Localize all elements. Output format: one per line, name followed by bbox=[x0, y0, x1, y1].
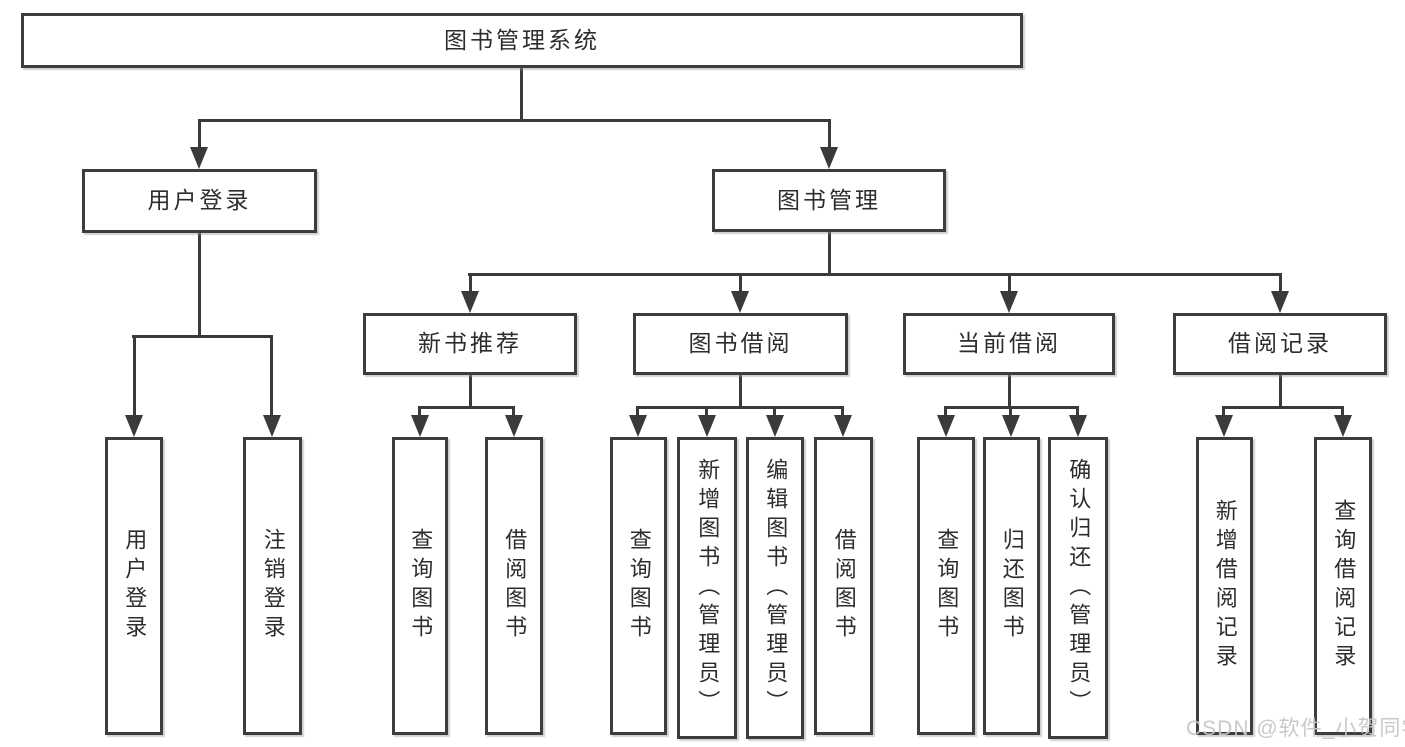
leaf-label: 编辑图书（管理员） bbox=[763, 457, 789, 719]
leaf-label: 借阅图书 bbox=[831, 528, 857, 644]
arrow-down-icon bbox=[1215, 415, 1233, 437]
connector-leaf-stem bbox=[1076, 406, 1079, 418]
connector-current-borrow-down bbox=[1008, 374, 1011, 408]
leaf-records-query-record: 查询借阅记录 bbox=[1314, 437, 1372, 735]
connector-borrow-records-hline bbox=[1222, 406, 1344, 409]
node-root: 图书管理系统 bbox=[21, 13, 1023, 68]
leaf-current-return-book: 归还图书 bbox=[983, 437, 1040, 735]
connector-book-borrow-down bbox=[739, 374, 742, 408]
leaf-logout: 注销登录 bbox=[243, 437, 302, 735]
leaf-label: 确认归还（管理员） bbox=[1066, 457, 1092, 719]
leaf-borrow-add-book-admin: 新增图书（管理员） bbox=[677, 437, 737, 739]
connector-leaf-stem bbox=[773, 406, 776, 418]
connector-user-login-hline bbox=[132, 335, 273, 338]
leaf-label: 注销登录 bbox=[260, 528, 286, 644]
arrow-down-icon bbox=[766, 415, 784, 437]
connector-borrow-records-down bbox=[1279, 374, 1282, 408]
connector-user-login-down bbox=[198, 231, 201, 336]
connector-leaf-stem bbox=[1341, 406, 1344, 418]
leaf-newbooks-borrow-book: 借阅图书 bbox=[485, 437, 543, 735]
watermark: CSDN @软件_小贺同学 bbox=[1186, 717, 1405, 740]
connector-leaf-stem bbox=[133, 335, 136, 417]
node-book-management-label: 图书管理 bbox=[777, 186, 881, 213]
leaf-label: 查询图书 bbox=[626, 528, 652, 644]
connector-leaf-stem bbox=[636, 406, 639, 418]
leaf-borrow-edit-book-admin: 编辑图书（管理员） bbox=[746, 437, 804, 739]
connector-new-books-hline bbox=[418, 406, 515, 409]
leaf-label: 借阅图书 bbox=[502, 528, 528, 644]
connector-leaf-stem bbox=[418, 406, 421, 418]
arrow-down-icon bbox=[1069, 415, 1087, 437]
leaf-label: 归还图书 bbox=[999, 528, 1025, 644]
node-current-borrow-label: 当前借阅 bbox=[957, 330, 1061, 357]
node-root-label: 图书管理系统 bbox=[444, 26, 600, 53]
arrow-down-icon bbox=[505, 415, 523, 437]
leaf-label: 用户登录 bbox=[122, 528, 148, 644]
leaf-newbooks-query-book: 查询图书 bbox=[392, 437, 448, 735]
connector-leaf-stem bbox=[512, 406, 515, 418]
connector-section-arrow-stem bbox=[1279, 273, 1282, 294]
leaf-borrow-query-book: 查询图书 bbox=[610, 437, 667, 735]
connector-book-borrow-hline bbox=[636, 406, 844, 409]
connector-leaf-stem bbox=[1009, 406, 1012, 418]
arrow-down-icon bbox=[190, 147, 208, 169]
leaf-current-confirm-return-admin: 确认归还（管理员） bbox=[1048, 437, 1108, 739]
leaf-label: 查询图书 bbox=[408, 528, 434, 644]
arrow-down-icon bbox=[1002, 415, 1020, 437]
leaf-current-query-book: 查询图书 bbox=[917, 437, 975, 735]
node-new-book-recommend: 新书推荐 bbox=[363, 313, 577, 375]
connector-user-login-arrow-stem bbox=[198, 119, 201, 150]
arrow-down-icon bbox=[263, 415, 281, 437]
connector-leaf-stem bbox=[1222, 406, 1225, 418]
connector-leaf-stem bbox=[270, 335, 273, 417]
arrow-down-icon bbox=[1271, 291, 1289, 313]
arrow-down-icon bbox=[461, 291, 479, 313]
arrow-down-icon bbox=[834, 415, 852, 437]
arrow-down-icon bbox=[1000, 291, 1018, 313]
node-borrow-records-label: 借阅记录 bbox=[1228, 330, 1332, 357]
connector-section-arrow-stem bbox=[1008, 273, 1011, 294]
connector-new-books-down bbox=[469, 374, 472, 408]
node-borrow-records: 借阅记录 bbox=[1173, 313, 1387, 375]
arrow-down-icon bbox=[820, 147, 838, 169]
node-user-login: 用户登录 bbox=[82, 169, 317, 233]
connector-leaf-stem bbox=[944, 406, 947, 418]
leaf-label: 查询图书 bbox=[934, 528, 960, 644]
node-new-book-recommend-label: 新书推荐 bbox=[418, 330, 522, 357]
node-book-borrow: 图书借阅 bbox=[633, 313, 848, 375]
leaf-borrow-borrow-book: 借阅图书 bbox=[814, 437, 873, 735]
leaf-user-login: 用户登录 bbox=[105, 437, 163, 735]
node-current-borrow: 当前借阅 bbox=[903, 313, 1115, 375]
arrow-down-icon bbox=[731, 291, 749, 313]
leaf-records-add-record: 新增借阅记录 bbox=[1196, 437, 1253, 735]
connector-leaf-stem bbox=[705, 406, 708, 418]
arrow-down-icon bbox=[629, 415, 647, 437]
node-book-borrow-label: 图书借阅 bbox=[688, 330, 793, 357]
connector-leaf-stem bbox=[841, 406, 844, 418]
arrow-down-icon bbox=[411, 415, 429, 437]
connector-book-mgmt-down bbox=[828, 231, 831, 275]
arrow-down-icon bbox=[125, 415, 143, 437]
leaf-label: 新增借阅记录 bbox=[1212, 499, 1238, 673]
connector-section-arrow-stem bbox=[739, 273, 742, 294]
leaf-label: 新增图书（管理员） bbox=[695, 457, 721, 719]
connector-section-arrow-stem bbox=[469, 273, 472, 294]
arrow-down-icon bbox=[1334, 415, 1352, 437]
arrow-down-icon bbox=[698, 415, 716, 437]
connector-book-mgmt-arrow-stem bbox=[828, 119, 831, 150]
arrow-down-icon bbox=[937, 415, 955, 437]
leaf-label: 查询借阅记录 bbox=[1331, 499, 1357, 673]
connector-level3-hline bbox=[468, 273, 1282, 276]
node-book-management: 图书管理 bbox=[712, 169, 946, 232]
connector-level2-hline bbox=[198, 119, 831, 122]
connector-root-stem bbox=[520, 66, 523, 122]
node-user-login-label: 用户登录 bbox=[147, 187, 252, 214]
